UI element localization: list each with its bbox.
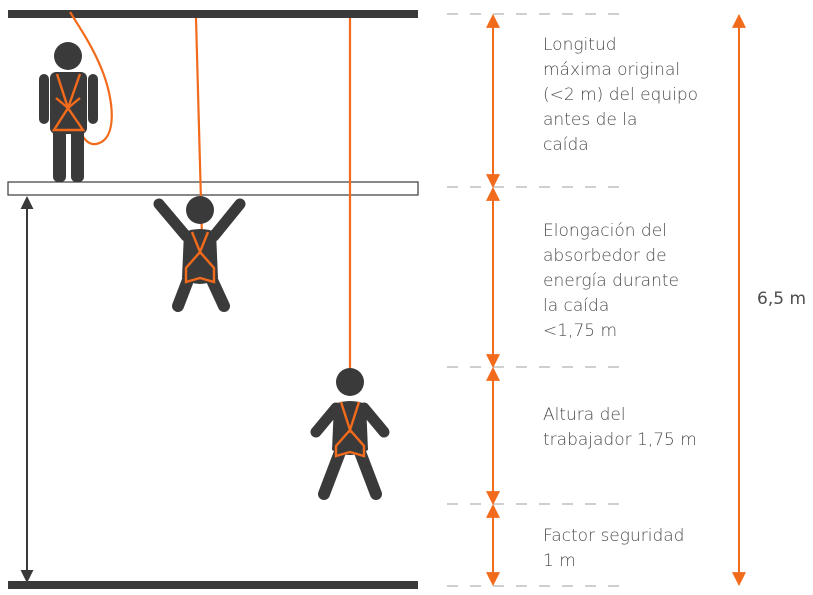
segment1-label: Longitud máxima original (<2 m) del equi…	[543, 35, 699, 155]
anchor-beam	[8, 10, 418, 18]
platform	[7, 181, 419, 196]
total-height-label: 6,5 m	[757, 289, 806, 309]
reference-dashes	[447, 13, 620, 587]
worker-final-position-figure	[310, 368, 390, 500]
segment4-label: Factor seguridad 1 m	[543, 526, 685, 571]
segment3-label: Altura del trabajador 1,75 m	[543, 405, 697, 450]
segment2-label: Elongación del absorbedor de energía dur…	[543, 221, 679, 341]
worker-arrested-figure	[153, 196, 246, 312]
ground	[8, 581, 418, 589]
segment-arrows	[486, 13, 746, 587]
worker-standing-figure	[39, 42, 98, 182]
